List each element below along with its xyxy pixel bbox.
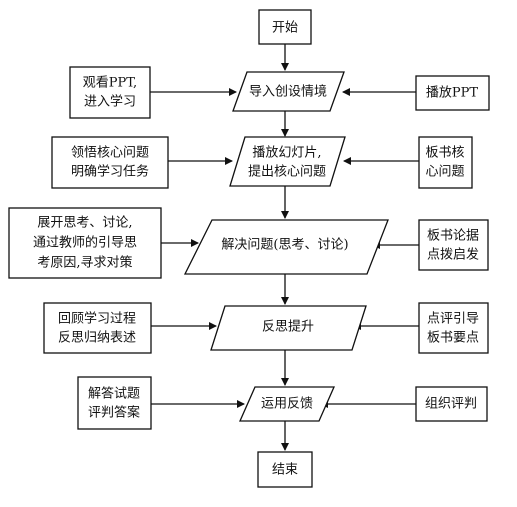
step-feedback: 运用反馈 [239, 386, 335, 422]
left-box-discussion-line1: 展开思考、讨论, [37, 216, 132, 231]
step-feedback-label: 运用反馈 [261, 397, 313, 412]
right-box-comment: 点评引导 板书要点 [418, 302, 489, 354]
right-box-play-ppt-label: 播放PPT [426, 86, 478, 101]
left-box-discussion: 展开思考、讨论, 通过教师的引导思 考原因,寻求对策 [8, 207, 162, 279]
left-box-watch-ppt-line1: 观看PPT, [83, 75, 137, 91]
right-box-core-question-line2: 心问题 [425, 165, 464, 180]
left-box-watch-ppt: 观看PPT, 进入学习 [69, 66, 151, 119]
start-node: 开始 [258, 9, 312, 45]
left-box-answer-line1: 解答试题 [88, 386, 140, 402]
left-box-answer-line2: 评判答案 [88, 405, 140, 421]
left-box-discussion-line2: 通过教师的引导思 [33, 235, 137, 251]
left-box-answer: 解答试题 评判答案 [77, 376, 152, 430]
left-box-review-line2: 反思归纳表述 [58, 331, 136, 346]
left-box-review: 回顾学习过程 反思归纳表述 [43, 302, 152, 354]
right-box-play-ppt: 播放PPT [415, 75, 490, 111]
step-play-slides-line1: 播放幻灯片, [252, 146, 321, 161]
right-arrows [320, 88, 419, 408]
end-label: 结束 [272, 463, 298, 478]
right-box-organize-label: 组织评判 [425, 397, 477, 412]
right-box-argument-line2: 点拨启发 [427, 247, 479, 263]
step-reflect-label: 反思提升 [262, 319, 314, 335]
left-arrows [150, 88, 245, 408]
step-solve-problem: 解决问题(思考、讨论) [183, 219, 389, 275]
left-box-discussion-line3: 考原因,寻求对策 [37, 255, 132, 271]
right-box-argument-line1: 板书论据 [427, 229, 479, 244]
start-label: 开始 [272, 21, 298, 36]
step-reflect: 反思提升 [210, 305, 367, 351]
left-box-understand-task-line1: 领悟核心问题 [71, 146, 149, 161]
right-box-organize: 组织评判 [415, 386, 488, 422]
step-solve-problem-label: 解决问题(思考、讨论) [221, 238, 348, 253]
right-box-argument: 板书论据 点拨启发 [418, 219, 489, 271]
step-import-situation-label: 导入创设情境 [249, 85, 327, 100]
left-box-watch-ppt-line2: 进入学习 [84, 94, 136, 110]
step-import-situation: 导入创设情境 [232, 71, 345, 112]
end-node: 结束 [257, 451, 313, 488]
left-box-review-line1: 回顾学习过程 [58, 311, 136, 327]
right-box-core-question: 板书核 心问题 [418, 136, 473, 189]
right-box-comment-line2: 板书要点 [427, 331, 479, 346]
step-play-slides-line2: 提出核心问题 [248, 164, 326, 180]
left-box-understand-task-line2: 明确学习任务 [71, 164, 149, 180]
step-play-slides: 播放幻灯片, 提出核心问题 [229, 136, 346, 187]
left-box-understand-task: 领悟核心问题 明确学习任务 [51, 136, 169, 189]
right-box-comment-line1: 点评引导 [427, 312, 479, 327]
right-box-core-question-line1: 板书核 [425, 146, 464, 161]
